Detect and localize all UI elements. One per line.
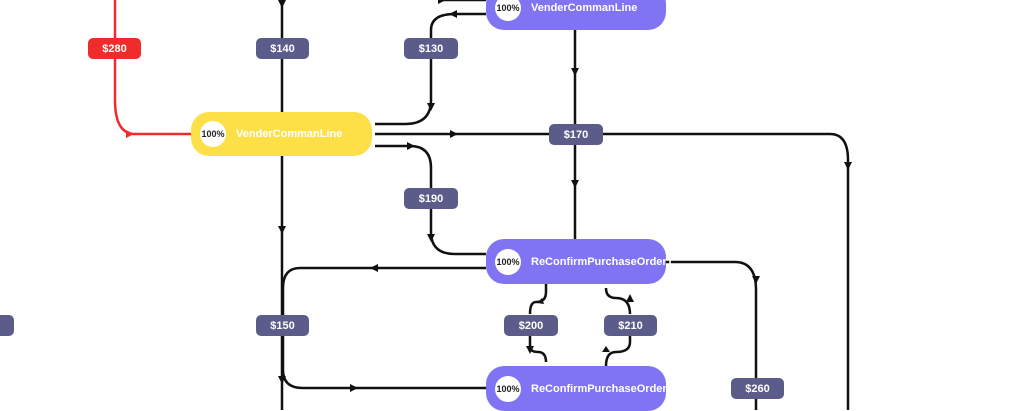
- arrowhead: [626, 294, 634, 302]
- node-reconfirm-purchase-order-1[interactable]: 100% ReConfirmPurchaseOrder1: [486, 239, 673, 284]
- node-label: VenderCommanLine: [531, 2, 638, 14]
- arrowhead: [438, 0, 446, 4]
- edge: [528, 284, 548, 315]
- cost-badge-130[interactable]: $130: [404, 38, 458, 59]
- edge: [604, 336, 632, 367]
- cost-badge-140[interactable]: $140: [256, 38, 309, 59]
- arrowhead: [427, 234, 435, 242]
- arrowhead: [278, 376, 286, 384]
- cost-badge-200[interactable]: $200: [504, 315, 558, 336]
- arrowhead: [844, 162, 852, 170]
- edge: [664, 260, 758, 410]
- arrowhead: [526, 346, 534, 354]
- cost-badge-210[interactable]: $210: [604, 315, 657, 336]
- node-vender-command-line-top[interactable]: 100% VenderCommanLine: [486, 0, 666, 30]
- cost-badge-190[interactable]: $190: [404, 188, 458, 209]
- arrowhead: [427, 103, 435, 111]
- arrowhead: [278, 0, 286, 8]
- node-reconfirm-purchase-order-2[interactable]: 100% ReConfirmPurchaseOrder2: [486, 366, 673, 411]
- edge: [604, 287, 632, 315]
- arrowhead: [278, 226, 286, 234]
- cost-badge-partial[interactable]: [0, 315, 14, 336]
- edge: [375, 12, 486, 126]
- cost-badge-150[interactable]: $150: [256, 315, 309, 336]
- arrowhead: [450, 130, 458, 138]
- node-vender-command-line-main[interactable]: 100% VenderCommanLine: [191, 112, 372, 156]
- node-label: VenderCommanLine: [236, 128, 343, 140]
- edge-red: [113, 0, 192, 136]
- percent-badge: 100%: [495, 375, 521, 402]
- percent-badge: 100%: [495, 248, 521, 275]
- arrowhead: [449, 10, 457, 18]
- arrowhead: [370, 264, 378, 272]
- cost-badge-280[interactable]: $280: [88, 38, 141, 59]
- arrowhead: [407, 142, 415, 150]
- arrowhead: [752, 276, 760, 284]
- arrowhead: [602, 346, 610, 352]
- node-label: ReConfirmPurchaseOrder1: [531, 255, 673, 268]
- node-label: ReConfirmPurchaseOrder2: [531, 382, 673, 395]
- edge: [375, 132, 850, 410]
- arrowhead: [350, 384, 358, 392]
- arrowhead: [537, 298, 544, 304]
- cost-badge-170[interactable]: $170: [549, 124, 603, 145]
- cost-badge-260[interactable]: $260: [731, 378, 784, 399]
- arrowhead: [571, 180, 579, 188]
- arrowhead-red: [126, 130, 134, 138]
- arrowhead: [571, 68, 579, 76]
- edge: [281, 266, 486, 390]
- percent-badge: 100%: [200, 121, 226, 147]
- percent-badge: 100%: [495, 0, 521, 21]
